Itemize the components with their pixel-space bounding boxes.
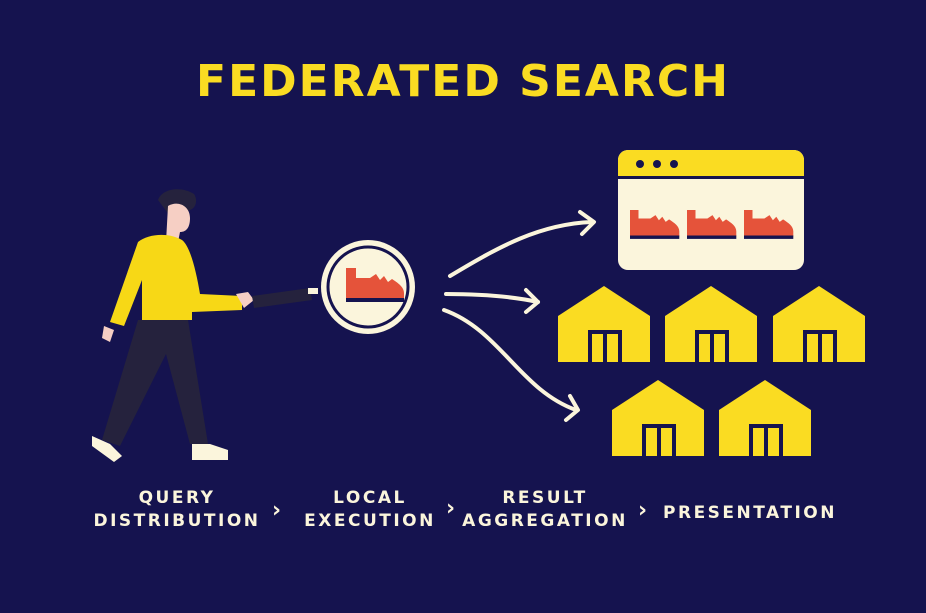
step-query-distribution: QUERY DISTRIBUTION — [92, 487, 262, 533]
step-line: PRESENTATION — [663, 503, 837, 523]
warehouse-icon — [558, 286, 650, 362]
chevron-right-icon: › — [272, 498, 282, 523]
step-line: DISTRIBUTION — [93, 511, 261, 531]
warehouse-icon — [773, 286, 865, 362]
step-local-execution: LOCAL EXECUTION — [300, 487, 440, 533]
step-result-aggregation: RESULT AGGREGATION — [460, 487, 630, 533]
step-line: AGGREGATION — [462, 511, 628, 531]
warehouse-icon — [719, 380, 811, 456]
step-line: RESULT — [502, 488, 588, 508]
arrow-icon — [442, 308, 578, 412]
arrows — [442, 210, 596, 422]
magnifier-icon — [321, 240, 415, 334]
browser-window-icon — [618, 150, 804, 270]
arrow-icon — [444, 292, 540, 304]
person-icon — [92, 189, 318, 462]
warehouse-icon — [665, 286, 757, 362]
step-line: EXECUTION — [304, 511, 436, 531]
chevron-right-icon: › — [638, 498, 648, 523]
warehouse-icon — [612, 380, 704, 456]
step-presentation: PRESENTATION — [660, 502, 840, 525]
arrow-icon — [448, 220, 594, 278]
chevron-right-icon: › — [446, 496, 456, 521]
warehouses — [558, 286, 865, 456]
step-line: LOCAL — [333, 488, 407, 508]
page-title: FEDERATED SEARCH — [196, 56, 730, 107]
step-line: QUERY — [138, 488, 216, 508]
